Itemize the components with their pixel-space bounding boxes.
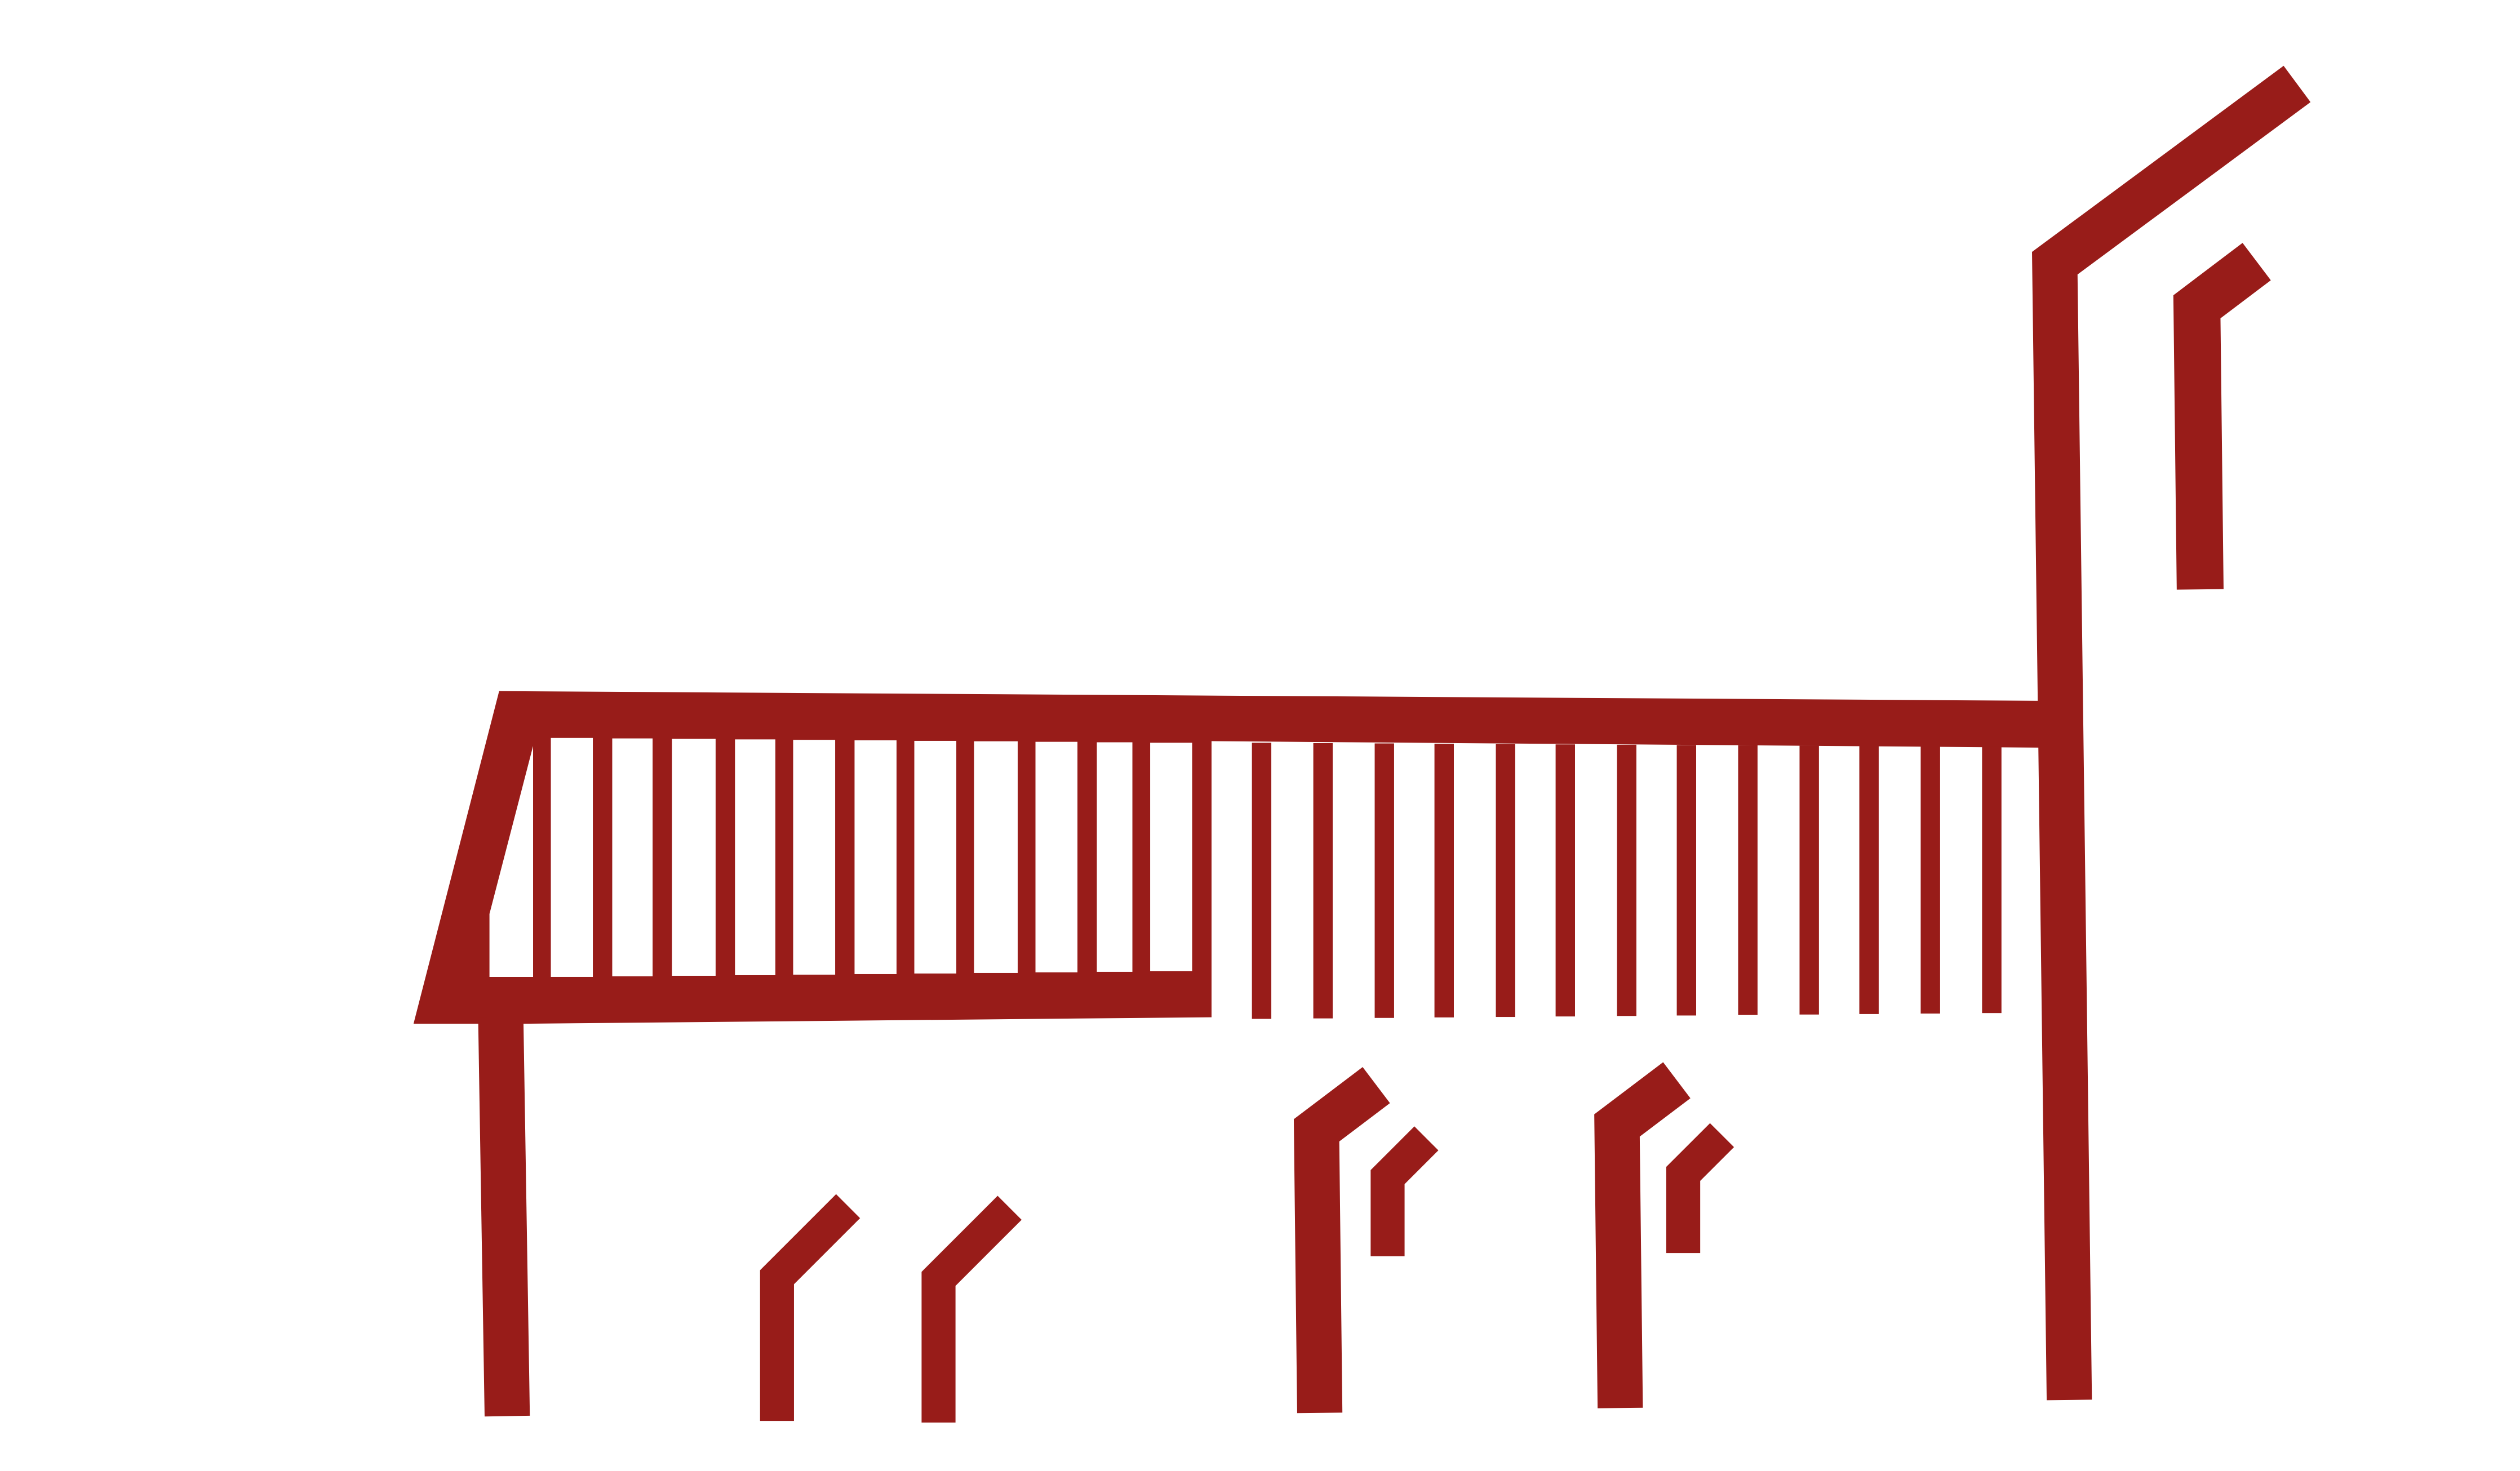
ear <box>2173 243 2271 590</box>
body-cell <box>1150 743 1192 971</box>
body-frame <box>413 691 2039 1024</box>
front-leg <box>478 1016 530 1417</box>
animal-figure <box>413 65 2311 1423</box>
belly-fringe <box>1252 743 2002 1019</box>
neck <box>2032 65 2311 1401</box>
leg-small-2 <box>921 1196 1022 1423</box>
leg-small-1 <box>760 1194 860 1421</box>
fringe-stripe <box>1252 743 1272 1019</box>
body-cell <box>914 740 957 974</box>
leg-hook-2 <box>1666 1123 1734 1254</box>
fringe-stripe <box>1738 745 1758 1015</box>
fringe-stripe <box>1374 743 1394 1018</box>
fringe-stripe <box>1920 746 1940 1014</box>
body-cell <box>551 737 593 977</box>
fringe-stripe <box>1617 744 1636 1016</box>
body-cell-first <box>489 746 533 977</box>
fringe-stripe <box>1555 744 1575 1017</box>
fringe-stripe <box>1799 745 1819 1015</box>
fringe-stripe <box>1859 746 1879 1014</box>
fringe-stripe <box>1676 745 1696 1016</box>
body-cell <box>854 740 897 974</box>
fringe-stripe <box>1434 744 1454 1017</box>
fringe-stripe <box>1982 746 2002 1014</box>
leg-large-1 <box>1293 1067 1390 1414</box>
body-cell <box>735 739 775 975</box>
body-cell <box>672 739 716 976</box>
body-cell <box>793 740 836 975</box>
fringe-stripe <box>1313 743 1333 1019</box>
fringe-stripe <box>1496 744 1515 1017</box>
body-cell <box>1035 741 1078 972</box>
body-cells <box>551 737 1192 977</box>
body-cell <box>1097 742 1133 972</box>
body-cell <box>612 738 653 976</box>
leg-large-2 <box>1594 1062 1691 1408</box>
body-cell <box>974 741 1018 973</box>
leg-hook-1 <box>1370 1126 1439 1256</box>
